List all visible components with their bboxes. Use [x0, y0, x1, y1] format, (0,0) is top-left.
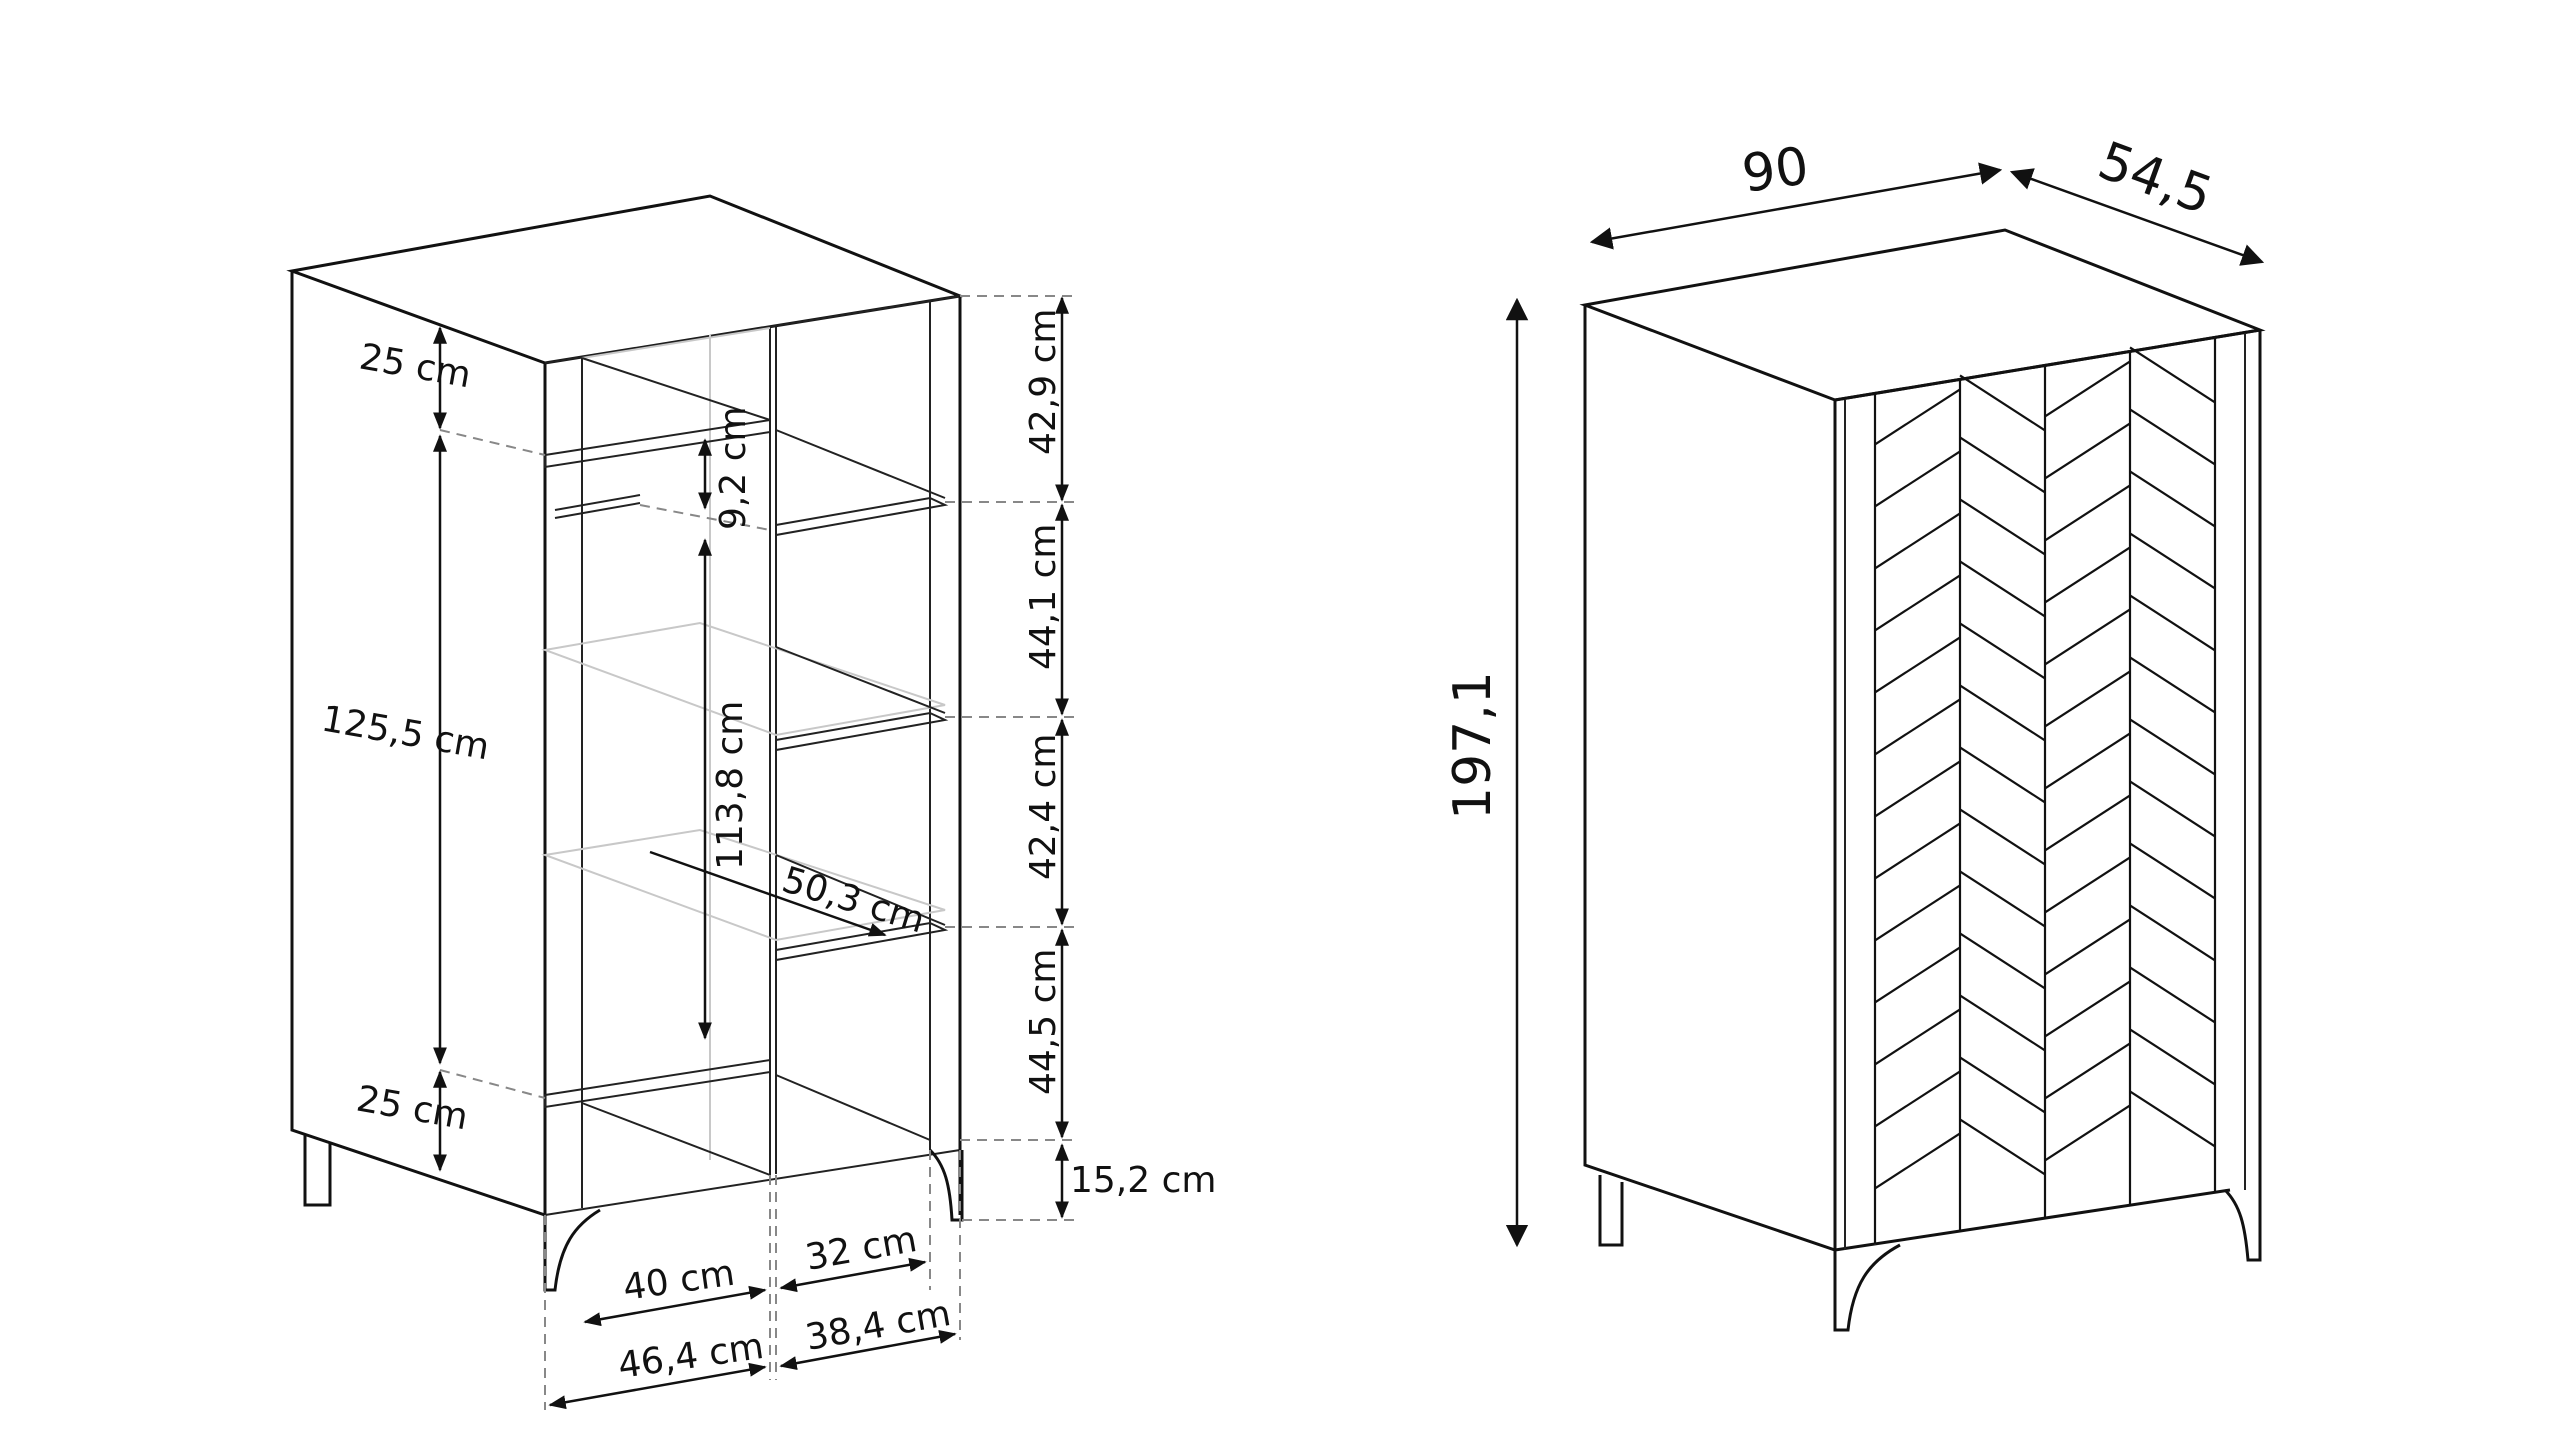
label-shelf-4: 44,5 cm [1023, 949, 1064, 1095]
label-width: 90 [1738, 136, 1812, 205]
label-rail-drop: 9,2 cm [713, 406, 754, 530]
shelf-right-2 [775, 711, 949, 752]
label-depth-closed: 54,5 [2091, 131, 2220, 227]
top-panel [286, 194, 966, 365]
label-inner-left: 40 cm [621, 1253, 738, 1309]
label-shelf-1: 42,9 cm [1023, 309, 1064, 455]
back-left-leg [303, 1135, 332, 1207]
label-side-height: 125,5 cm [318, 698, 492, 768]
top-shelf-left [544, 418, 771, 469]
front-right-leg-closed [2223, 1188, 2262, 1262]
label-outer-left: 46,4 cm [616, 1326, 767, 1387]
label-shelf-2: 44,1 cm [1023, 524, 1064, 670]
back-left-leg-closed [1598, 1175, 1624, 1247]
left-wardrobe-open-view: 25 cm 9,2 cm 125,5 cm 113,8 cm 50,3 cm 2… [286, 194, 1216, 1410]
shelf-right-1 [775, 496, 949, 537]
label-depth: 50,3 cm [777, 859, 929, 941]
hanging-rail [554, 494, 641, 511]
label-top-gap: 25 cm [356, 336, 474, 396]
top-panel-closed [1579, 228, 2266, 402]
width-arrow [1589, 162, 2003, 250]
herringbone-door-pattern [1873, 337, 2217, 1244]
label-inner-right: 32 cm [802, 1219, 920, 1279]
label-bottom-gap: 25 cm [353, 1078, 471, 1138]
left-side-panel [290, 271, 547, 1218]
front-left-leg-closed [1833, 1243, 1901, 1332]
label-leg-height: 15,2 cm [1070, 1160, 1216, 1201]
front-right-leg [928, 1148, 964, 1222]
label-shelf-3: 42,4 cm [1023, 734, 1064, 880]
depth-arrow [2009, 168, 2265, 266]
front-left-leg [543, 1208, 601, 1292]
bottom-shelf-left [544, 1058, 771, 1109]
label-height: 197,1 [1443, 671, 1503, 820]
label-hanging-height: 113,8 cm [710, 701, 751, 870]
right-wardrobe-closed-view: 90 54,5 197,1 [1443, 131, 2266, 1332]
left-side-closed [1583, 305, 1837, 1253]
